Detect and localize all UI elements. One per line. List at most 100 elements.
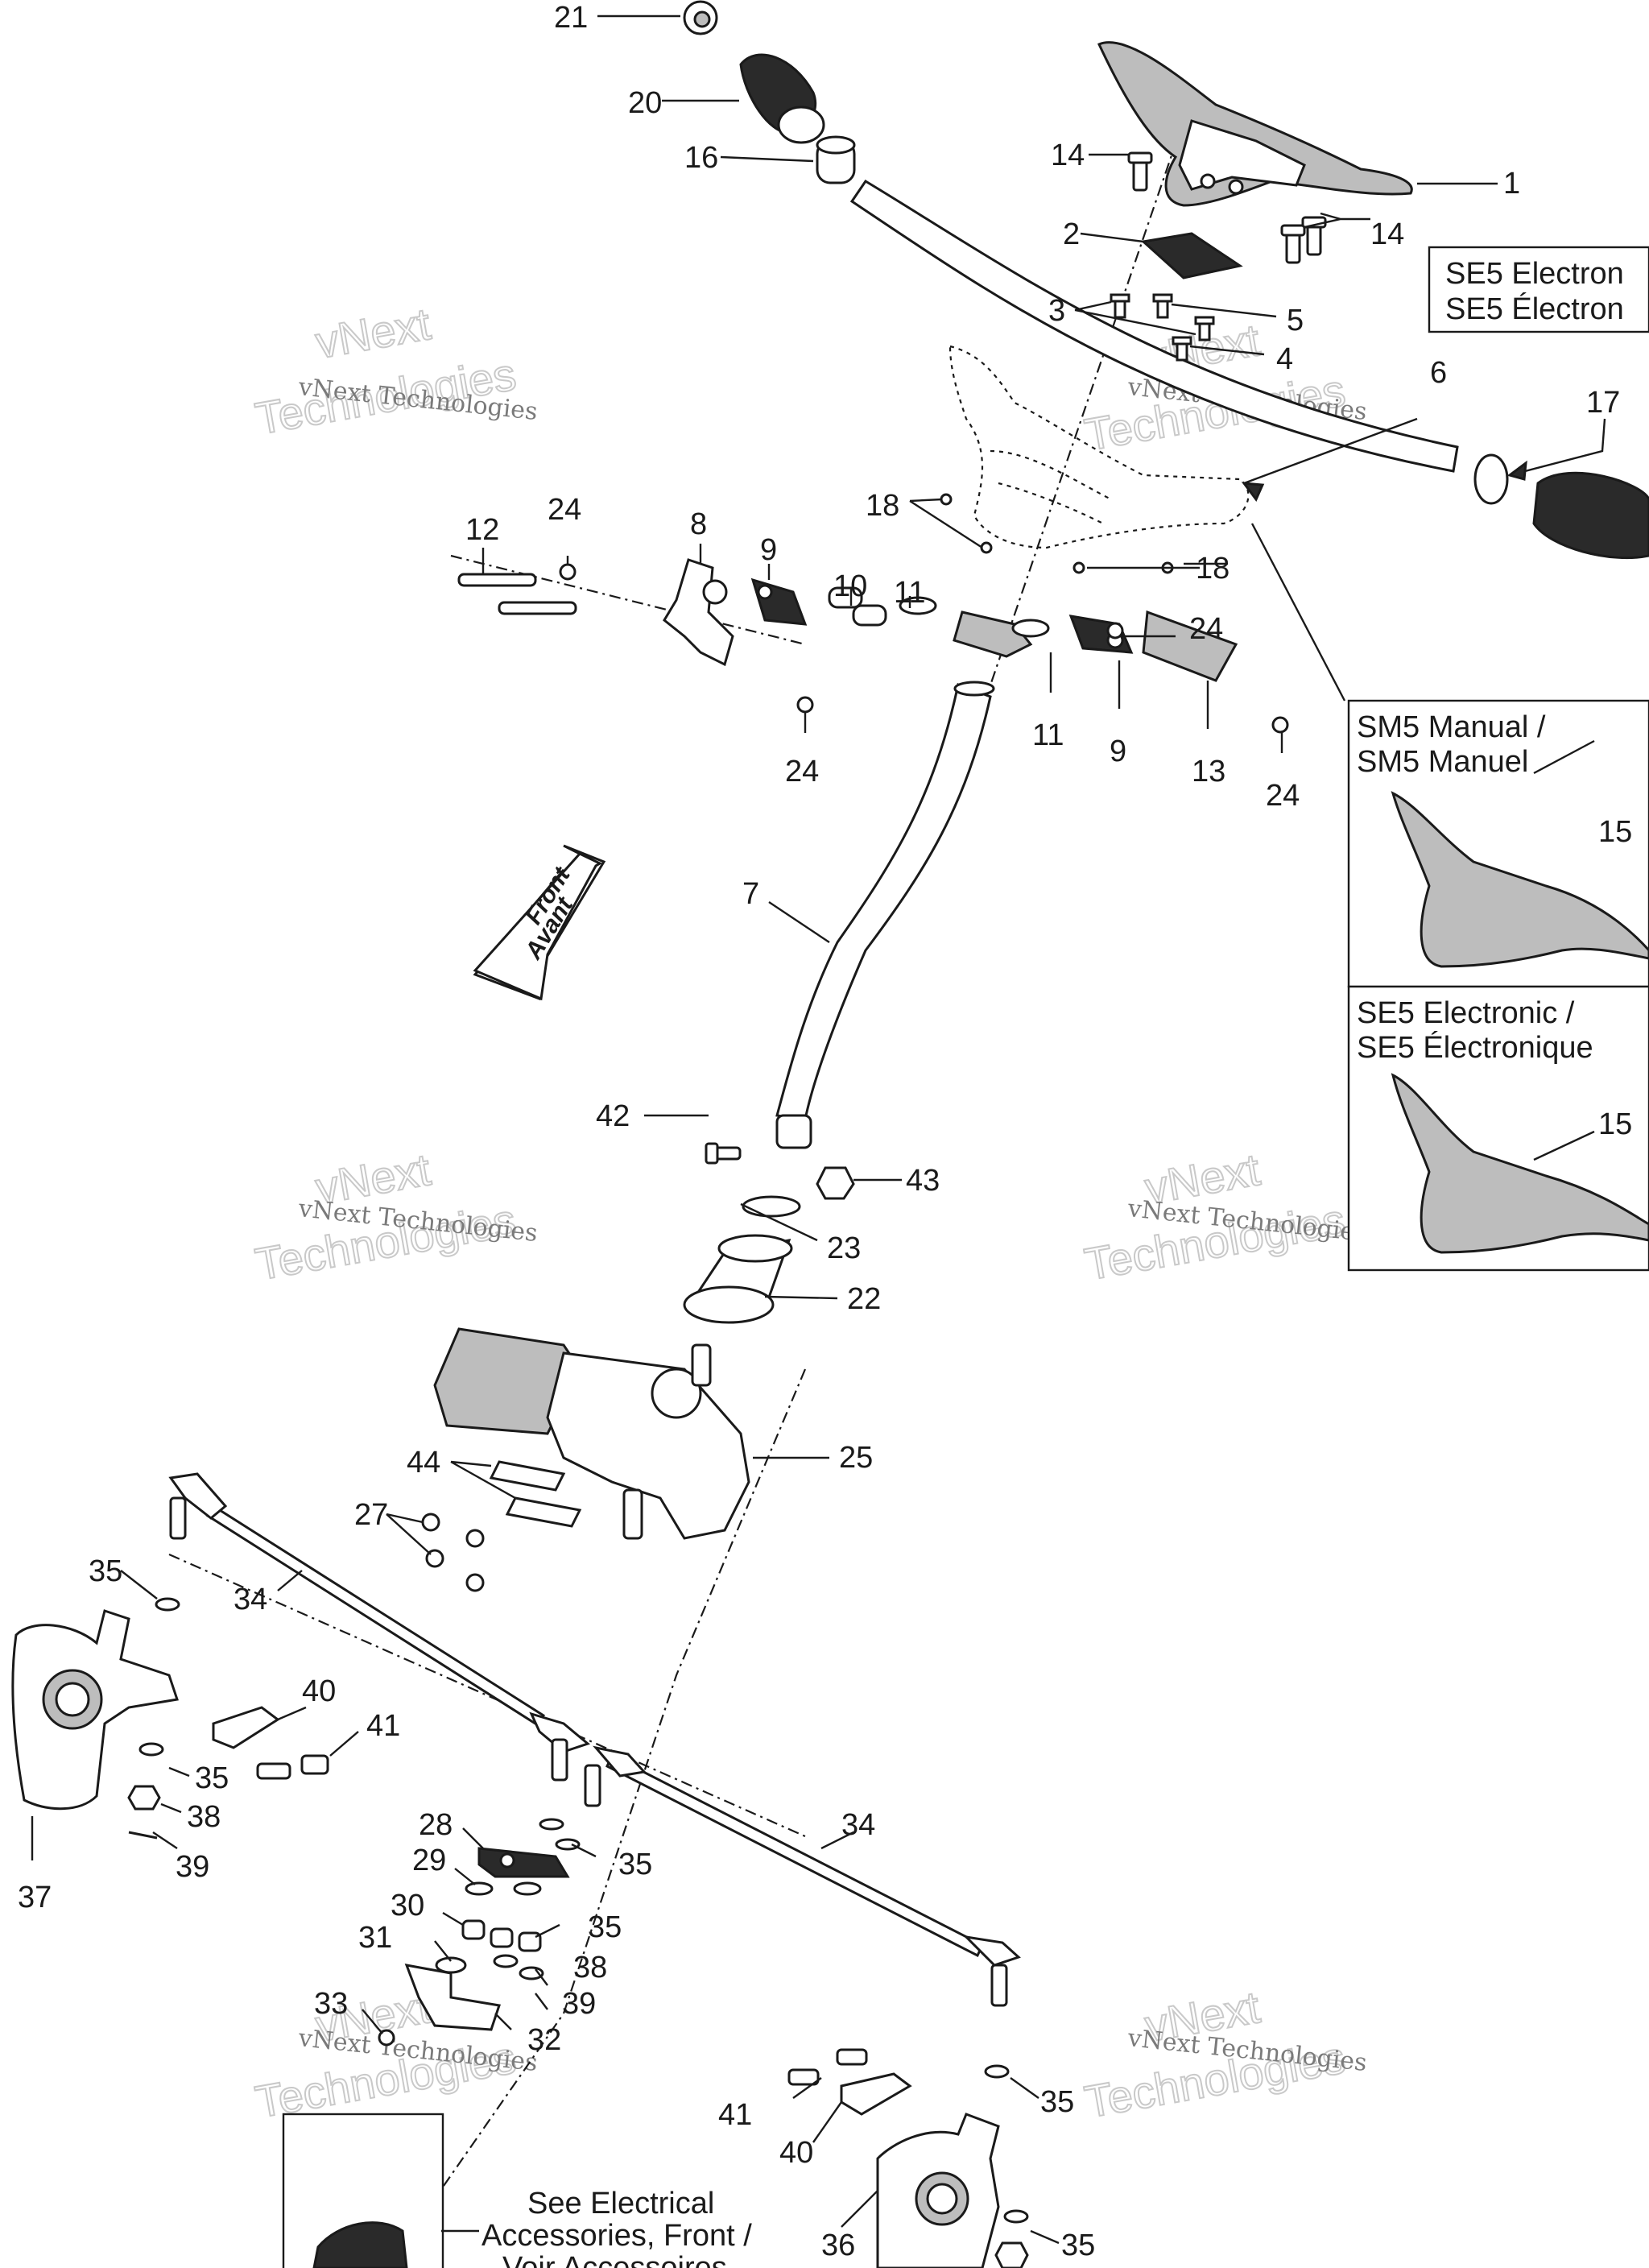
callout-36: 36 <box>821 2229 855 2262</box>
spacer <box>828 586 887 627</box>
callout-11: 11 <box>1032 718 1064 752</box>
handlebar-cover <box>1097 41 1413 207</box>
callout-39: 39 <box>562 1987 596 2021</box>
tie-rod <box>605 1753 984 1958</box>
callout-41: 41 <box>366 1709 400 1743</box>
grip-right <box>1473 453 1649 560</box>
support <box>404 1964 501 2031</box>
callout-18: 18 <box>866 489 899 523</box>
see-note-line: Voir Accessoires <box>502 2251 727 2268</box>
grip-left <box>739 53 825 144</box>
nut <box>435 1954 544 1980</box>
bracket <box>663 558 734 667</box>
cover-sm5 <box>1391 791 1649 968</box>
callout-41: 41 <box>718 2098 752 2132</box>
callout-21: 21 <box>554 1 588 35</box>
callout-35: 35 <box>1040 2085 1074 2119</box>
end-cap <box>683 0 718 35</box>
callout-35: 35 <box>1061 2229 1095 2262</box>
inset-se5: SE5 Electronic / SE5 Électronique <box>1347 985 1649 1272</box>
axis-line <box>168 554 806 1838</box>
watermark-big: vNext <box>312 298 434 368</box>
screw <box>1172 336 1192 362</box>
callout-33: 33 <box>314 1987 348 2021</box>
callout-10: 10 <box>833 569 867 603</box>
lever <box>212 1706 280 1749</box>
cotter-pin <box>128 1831 158 1840</box>
tie-rod-end <box>529 1711 591 1782</box>
callout-24: 24 <box>548 493 581 527</box>
callout-24: 24 <box>1266 779 1300 813</box>
bolt <box>1127 151 1153 192</box>
callout-30: 30 <box>391 1889 424 1922</box>
callout-9: 9 <box>760 533 777 567</box>
callout-3: 3 <box>1048 294 1065 328</box>
axis-line <box>386 96 1193 2268</box>
tie-rod-end <box>962 1935 1021 2007</box>
callout-39: 39 <box>176 1850 209 1884</box>
handlebar <box>849 179 1459 473</box>
inset-title: SE5 Electron <box>1445 257 1624 291</box>
callout-35: 35 <box>89 1554 122 1588</box>
inset-title: SE5 Électronique <box>1357 1030 1593 1065</box>
front-direction-arrow: Front Avant <box>473 844 606 1001</box>
callout-16: 16 <box>684 141 718 175</box>
tie-rod-end <box>168 1472 228 1540</box>
inset-title: SE5 Electronic / <box>1357 996 1575 1030</box>
callout-34: 34 <box>841 1808 875 1842</box>
column-clamp <box>953 610 1033 697</box>
callout-27: 27 <box>354 1498 388 1532</box>
see-note-line: See Electrical <box>527 2187 714 2220</box>
callout-31: 31 <box>358 1921 392 1955</box>
callout-8: 8 <box>690 507 707 541</box>
callout-24: 24 <box>785 755 819 788</box>
steering-unit <box>433 1327 750 1540</box>
callout-5: 5 <box>1287 304 1304 337</box>
bushing <box>816 135 856 184</box>
ring <box>742 1195 801 1218</box>
washer <box>138 1597 180 1757</box>
inset-se5-top: SE5 Electron SE5 Électron <box>1428 246 1649 333</box>
nut <box>994 2241 1029 2268</box>
callout-15: 15 <box>1598 1107 1632 1141</box>
callout-17: 17 <box>1586 386 1620 420</box>
callout-11: 11 <box>894 576 925 610</box>
callout-6: 6 <box>1430 356 1447 390</box>
column-collar <box>775 1114 812 1149</box>
callout-43: 43 <box>906 1164 940 1198</box>
inset-title: SM5 Manuel <box>1357 745 1528 779</box>
callout-18: 18 <box>1196 552 1230 586</box>
block <box>1142 610 1238 682</box>
callout-2: 2 <box>1063 217 1080 251</box>
callout-28: 28 <box>419 1808 453 1842</box>
callout-14: 14 <box>1370 217 1404 251</box>
callout-38: 38 <box>187 1800 221 1834</box>
see-note-line: Accessories, Front / <box>481 2219 752 2253</box>
washer <box>465 1818 581 1896</box>
screw <box>940 493 1174 574</box>
callout-25: 25 <box>839 1441 873 1475</box>
inset-title: SM5 Manual / <box>1357 710 1546 744</box>
callout-37: 37 <box>18 1881 52 1914</box>
callout-35: 35 <box>618 1848 652 1881</box>
cover-se5 <box>1391 1073 1649 1254</box>
callout-labels: 21 20 16 14 1 2 14 3 5 4 6 17 18 18 12 2… <box>18 1 1632 2262</box>
callout-4: 4 <box>1276 342 1293 376</box>
boot <box>683 1234 793 1324</box>
nut <box>816 1166 855 1200</box>
screw <box>1194 316 1215 341</box>
callout-35: 35 <box>588 1910 622 1944</box>
plate <box>489 1460 582 1528</box>
callout-34: 34 <box>234 1583 267 1616</box>
callout-44: 44 <box>407 1446 440 1480</box>
callout-40: 40 <box>302 1674 336 1708</box>
plate <box>1140 232 1243 279</box>
bolt <box>787 2048 868 2086</box>
inset-sm5: SM5 Manual / SM5 Manuel <box>1347 699 1649 988</box>
callout-23: 23 <box>827 1231 861 1265</box>
dotted-cover <box>990 449 1112 524</box>
callout-22: 22 <box>847 1282 881 1316</box>
bolt <box>1280 224 1306 264</box>
leader-arrowhead <box>1241 482 1265 502</box>
